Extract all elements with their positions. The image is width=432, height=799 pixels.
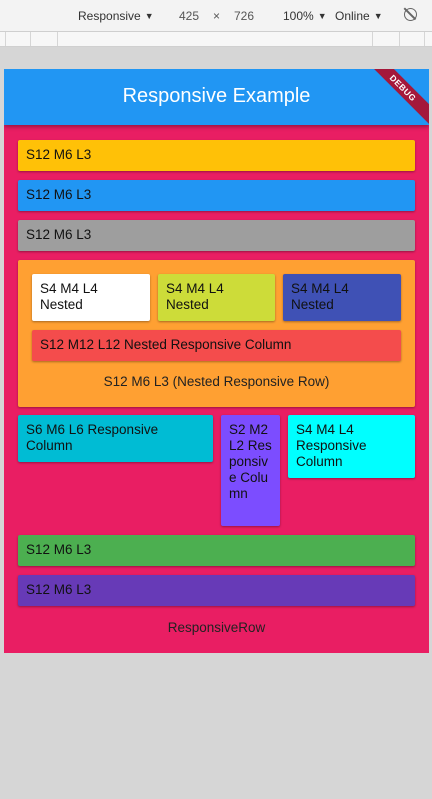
nested-responsive-row: S4 M4 L4 Nested S4 M4 L4 Nested S4 M4 L4… (18, 260, 415, 407)
chevron-down-icon: ▼ (373, 11, 383, 21)
responsive-box: S12 M6 L3 (18, 535, 415, 566)
device-select-label: Responsive (78, 9, 141, 23)
ruler-segment (0, 32, 6, 46)
responsive-box: S12 M6 L3 (18, 220, 415, 251)
chevron-down-icon: ▼ (317, 11, 327, 21)
ruler-segment (6, 32, 31, 46)
device-select[interactable]: Responsive▼ (78, 8, 154, 25)
zoom-select[interactable]: 100%▼ (283, 8, 327, 25)
network-select-label: Online (335, 9, 370, 23)
nested-box: S4 M4 L4 Nested (158, 274, 275, 321)
ruler-segment (373, 32, 400, 46)
nested-row-label: S12 M6 L3 (Nested Responsive Row) (103, 374, 330, 389)
ruler-segment (58, 32, 373, 46)
app-bar: Responsive Example (4, 69, 429, 125)
responsive-row-label: ResponsiveRow (167, 620, 266, 635)
responsive-box: S12 M6 L3 (18, 180, 415, 211)
responsive-column: S2 M2 L2 Responsive Column (221, 415, 280, 526)
height-input[interactable]: 726 (234, 9, 255, 23)
responsive-box: S12 M6 L3 (18, 140, 415, 171)
width-input[interactable]: 425 (179, 9, 200, 23)
responsive-box: S12 M6 L3 (18, 575, 415, 606)
network-select[interactable]: Online▼ (335, 8, 383, 25)
rotate-icon[interactable] (404, 8, 417, 21)
nested-box: S4 M4 L4 Nested (283, 274, 401, 321)
ruler-segment (31, 32, 58, 46)
ruler-segment (400, 32, 425, 46)
media-query-ruler[interactable] (0, 32, 432, 47)
devtools-toolbar: Responsive▼ 425 × 726 100%▼ Online▼ (0, 0, 432, 32)
chevron-down-icon: ▼ (144, 11, 154, 21)
app-title: Responsive Example (122, 85, 311, 107)
zoom-select-label: 100% (283, 9, 314, 23)
nested-box: S4 M4 L4 Nested (32, 274, 150, 321)
responsive-column: S4 M4 L4 Responsive Column (288, 415, 415, 478)
dimension-separator: × (213, 9, 221, 23)
device-viewport: Responsive Example DEBUG S12 M6 L3 S12 M… (4, 69, 429, 653)
responsive-column: S6 M6 L6 Responsive Column (18, 415, 213, 462)
nested-responsive-column: S12 M12 L12 Nested Responsive Column (32, 330, 401, 361)
